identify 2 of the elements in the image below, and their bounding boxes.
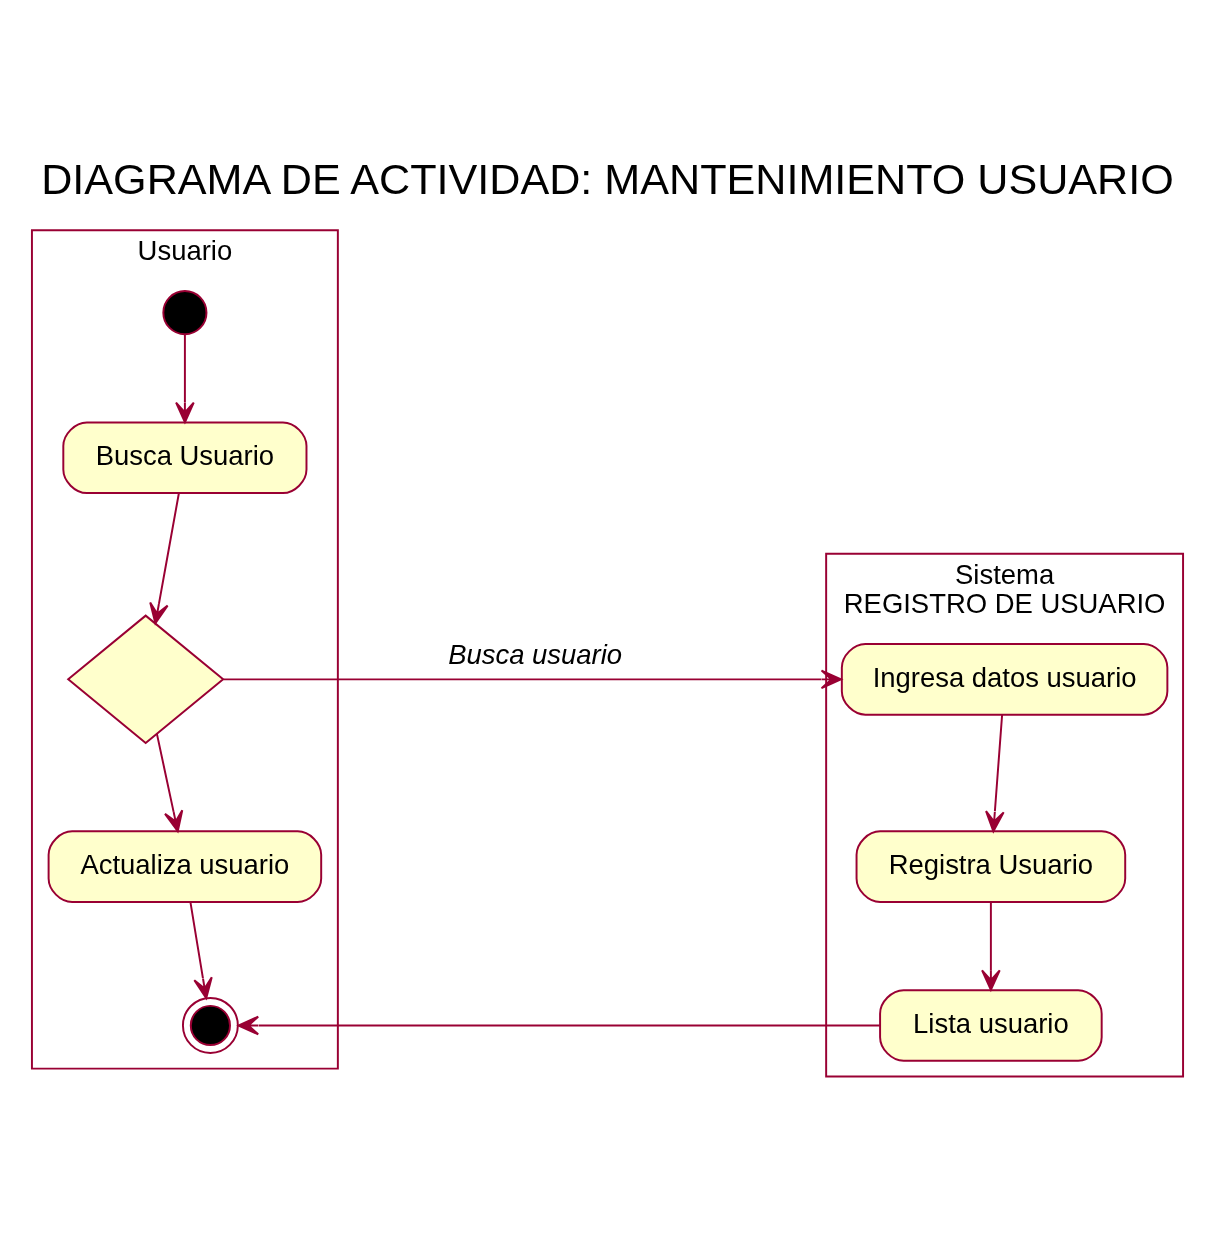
diagram-title: DIAGRAMA DE ACTIVIDAD: MANTENIMIENTO USUARIO <box>41 155 1174 204</box>
edge-label: Busca usuario <box>448 639 623 671</box>
